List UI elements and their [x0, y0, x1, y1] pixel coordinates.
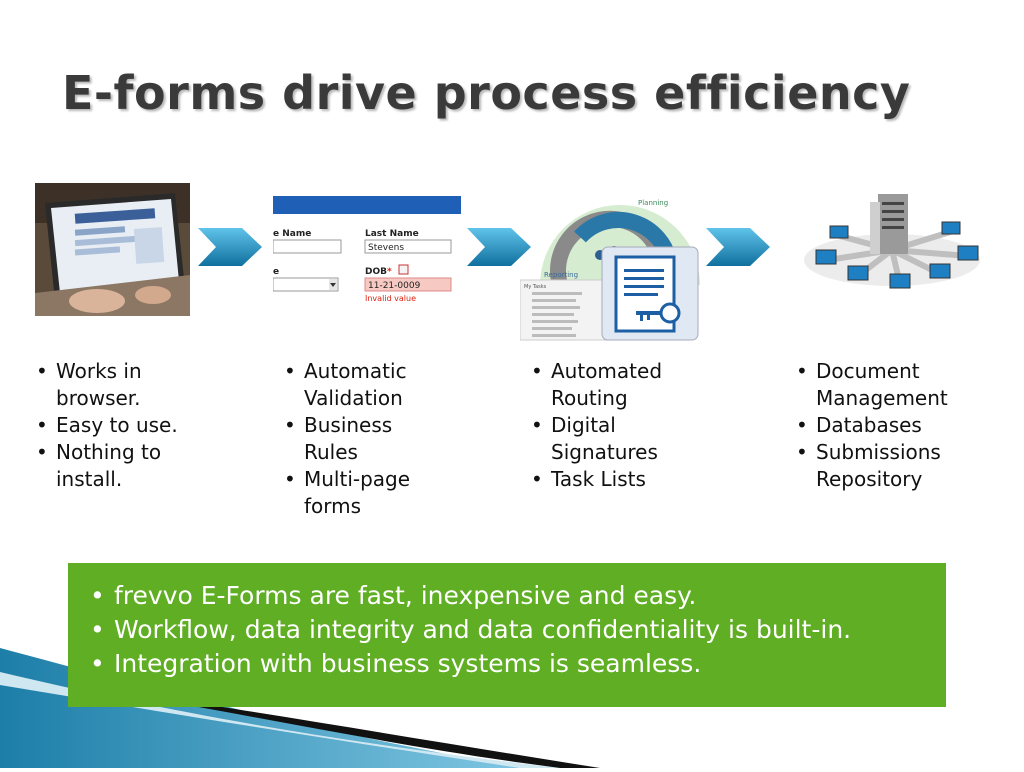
planning-label: Planning	[638, 199, 668, 207]
form-dob-label: DOB	[365, 267, 387, 277]
form-last-name-value: Stevens	[368, 243, 404, 253]
form-dob-value: 11-21-0009	[368, 281, 421, 291]
routing-signature-image: Planning Reporting My Tasks	[519, 185, 702, 345]
form-field-label-fragment: e	[273, 267, 279, 277]
summary-item: Workflow, data integrity and data confid…	[88, 613, 946, 647]
slide-title: E-forms drive process efficiency	[62, 66, 911, 120]
form-last-name-label: Last Name	[365, 229, 419, 239]
arrow-right-icon	[706, 228, 770, 270]
form-validation-image: e Name Last Name Stevens e DOB * 11-21-0…	[272, 196, 461, 304]
reporting-label: Reporting	[544, 271, 578, 279]
task-list-header: My Tasks	[524, 284, 547, 290]
bullet-item: Databases	[794, 412, 999, 439]
bullet-item: Easy to use.	[34, 412, 224, 439]
arrow-right-icon	[198, 228, 262, 270]
form-dob-required: *	[387, 267, 392, 277]
decorative-swoosh	[0, 560, 1024, 772]
summary-item: Integration with business systems is sea…	[88, 647, 946, 681]
form-first-name-label: e Name	[273, 229, 311, 239]
summary-box: frevvo E-Forms are fast, inexpensive and…	[68, 563, 946, 707]
form-error-text: Invalid value	[365, 294, 416, 303]
summary-item: frevvo E-Forms are fast, inexpensive and…	[88, 579, 946, 613]
laptop-browser-image	[35, 183, 190, 316]
arrow-right-icon	[467, 228, 531, 270]
server-network-image	[800, 188, 985, 298]
bullet-item: Task Lists	[529, 466, 719, 493]
